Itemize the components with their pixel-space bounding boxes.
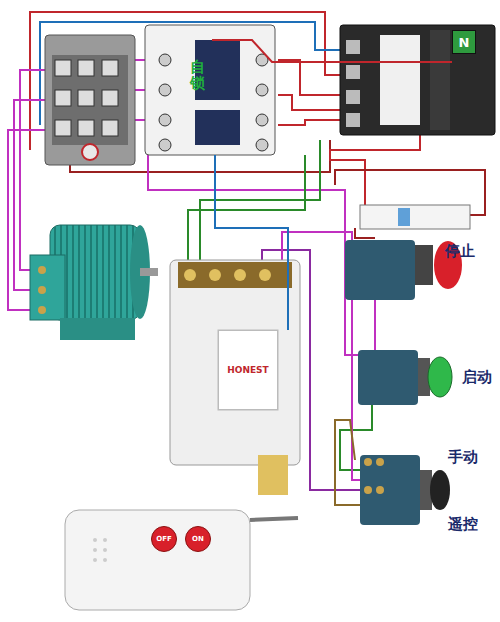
component-label: 手动 [448,448,478,467]
node-text: N [459,35,470,50]
wire [212,40,452,62]
node-text: ON [192,535,204,543]
remote-receiver: HONEST [218,330,278,410]
wire [215,155,288,330]
node-text: 自锁 [190,59,205,92]
contactor: 自锁 [182,45,212,105]
component-label: 启动 [462,368,492,387]
component-label: 遥控 [448,515,478,534]
off-button: OFF [151,526,177,552]
main-breaker: N [452,30,476,54]
node-text: OFF [156,535,172,543]
component-label: 停止 [445,242,475,261]
node-text: HONEST [227,365,268,375]
on-button: ON [185,526,211,552]
